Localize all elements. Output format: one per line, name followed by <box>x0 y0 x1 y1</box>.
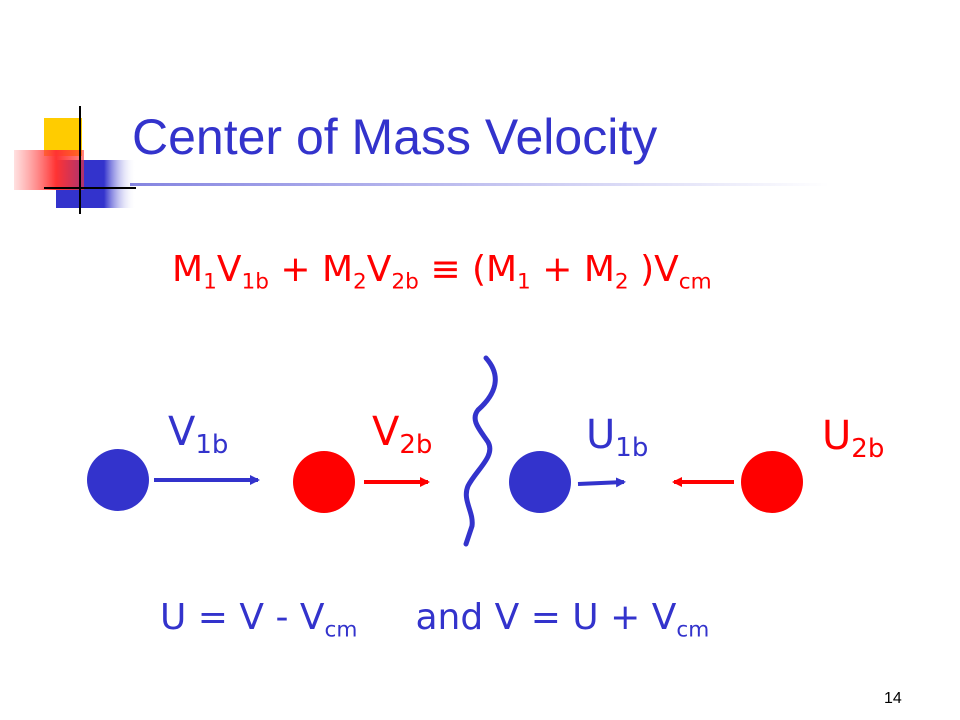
arrow-u1b <box>577 477 626 488</box>
label-u1b: U1b <box>586 412 649 463</box>
label-v2b: V2b <box>372 409 433 460</box>
page-title: Center of Mass Velocity <box>132 109 658 165</box>
label-v1b: V1b <box>168 409 229 460</box>
ball-2-lab-frame <box>293 451 355 513</box>
ball-2-cm-frame <box>741 451 803 513</box>
ball-1-lab-frame <box>87 449 149 511</box>
frame-divider-squiggle <box>463 355 498 547</box>
label-u2b: U2b <box>822 413 885 464</box>
page-number: 14 <box>884 690 902 707</box>
title-underline <box>130 183 830 186</box>
yellow-square <box>44 118 82 156</box>
red-square <box>14 150 84 190</box>
ball-1-cm-frame <box>509 451 571 513</box>
momentum-equation: M1V1b + M2V2b ≡ (M1 + M2 )Vcm <box>172 249 712 295</box>
